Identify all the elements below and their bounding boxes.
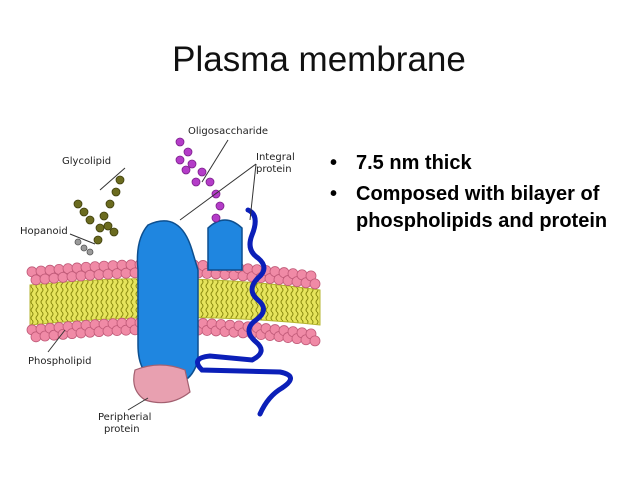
lipid-head — [48, 272, 60, 284]
label-glycolipid: Glycolipid — [62, 156, 111, 167]
oligosaccharide-unit — [183, 147, 193, 157]
membrane-diagram: Oligosaccharide Glycolipid Integral prot… — [20, 126, 321, 435]
glycolipid-unit — [93, 235, 103, 245]
oligosaccharide-unit — [191, 177, 201, 187]
hopanoid-unit — [74, 238, 82, 246]
lipid-head — [66, 271, 78, 283]
oligosaccharide-unit — [175, 155, 185, 165]
peripheral-protein — [133, 364, 191, 404]
label-peripheral-protein-1: Peripherial — [98, 412, 151, 423]
label-hopanoid: Hopanoid — [20, 226, 68, 237]
glycolipid-unit — [95, 223, 105, 233]
hopanoid-unit — [80, 244, 88, 252]
oligosaccharide-unit — [175, 137, 185, 147]
lipid-head — [39, 273, 51, 285]
glycolipid-unit — [111, 187, 121, 197]
hopanoid-chain — [74, 238, 94, 256]
lipid-head — [309, 335, 321, 347]
oligosaccharide — [175, 137, 225, 223]
oligosaccharide-unit — [197, 167, 207, 177]
integral-protein — [136, 220, 199, 385]
label-integral-protein-1: Integral — [256, 152, 295, 163]
label-integral-protein-2: protein — [256, 164, 292, 175]
bullet-list: 7.5 nm thick Composed with bilayer of ph… — [330, 150, 630, 239]
lipid-head — [30, 274, 42, 286]
label-peripheral-protein-2: protein — [104, 424, 140, 435]
transmembrane-helix — [195, 207, 293, 417]
slide-title: Plasma membrane — [172, 40, 466, 79]
glycolipid-unit — [105, 199, 115, 209]
glycolipid-unit — [79, 207, 89, 217]
oligosaccharide-unit — [187, 159, 197, 169]
glycolipid-unit — [109, 227, 119, 237]
bullet-thickness: 7.5 nm thick — [330, 150, 630, 177]
oligosaccharide-unit — [181, 165, 191, 175]
oligosaccharide-unit — [205, 177, 215, 187]
hopanoid-unit — [86, 248, 94, 256]
glycolipid-unit — [99, 211, 109, 221]
oligosaccharide-unit — [215, 201, 225, 211]
glycolipid-unit — [103, 221, 113, 231]
bullet-composition: Composed with bilayer of phospholipids a… — [330, 181, 630, 235]
glycolipid — [73, 175, 125, 245]
glycolipid-unit — [85, 215, 95, 225]
label-oligosaccharide: Oligosaccharide — [188, 126, 268, 137]
lipid-head — [309, 278, 321, 290]
lipid-head — [57, 272, 69, 283]
integral-protein-small — [207, 219, 243, 271]
glycolipid-unit — [115, 175, 125, 185]
label-phospholipid: Phospholipid — [28, 356, 92, 367]
glycolipid-unit — [73, 199, 83, 209]
oligosaccharide-unit — [211, 213, 221, 223]
